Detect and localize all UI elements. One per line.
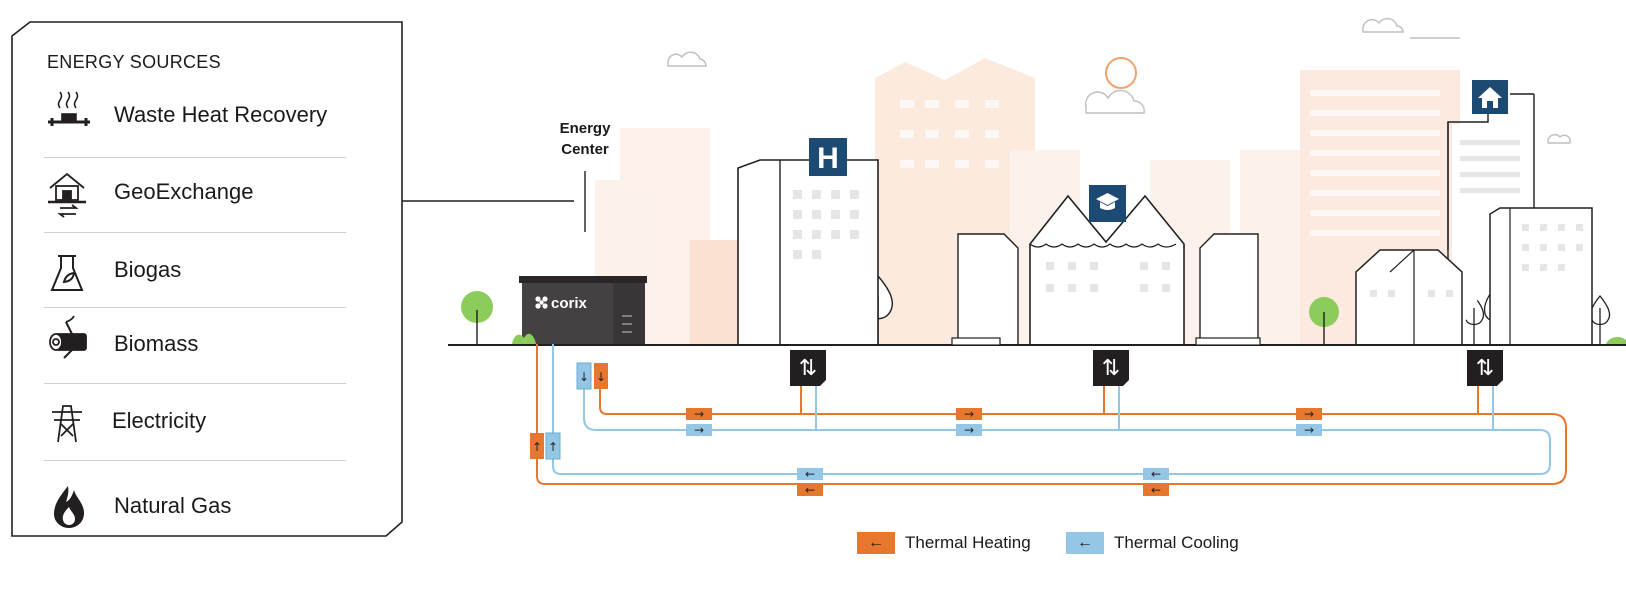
bush-icon [1606, 337, 1626, 344]
heating-right-arrow: → [1296, 407, 1322, 421]
svg-text:→: → [1304, 407, 1314, 421]
cooling-left-arrow: ← [1143, 467, 1169, 481]
sky-decor [667, 17, 1571, 144]
divider [44, 157, 346, 158]
source-item-waste-heat: Waste Heat Recovery [44, 78, 346, 152]
source-item-biomass: Biomass [44, 307, 346, 381]
svg-text:⇅: ⇅ [1102, 356, 1120, 381]
cooling-down-arrow: ↓ [576, 362, 592, 390]
svg-text:→: → [694, 423, 704, 437]
corix-brand: corix [551, 295, 588, 312]
source-item-natural-gas: Natural Gas [44, 469, 346, 543]
tree-icon [1589, 294, 1611, 344]
energy-center-unit: corix [512, 276, 647, 344]
tree-icon [461, 291, 493, 344]
source-label: GeoExchange [114, 179, 254, 204]
legend-cooling-label: Thermal Cooling [1114, 533, 1239, 552]
cooling-right-arrow: → [686, 423, 712, 437]
cloud-icon [1547, 134, 1571, 144]
svg-text:→: → [964, 407, 974, 421]
flow-arrows: ↓ ↓ ↑ ↑ → → → → → → ← ← ← ← [530, 362, 1322, 497]
svg-text:←: ← [1151, 467, 1161, 481]
svg-text:←: ← [805, 483, 815, 497]
divider [44, 307, 346, 308]
cooling-right-arrow: → [956, 423, 982, 437]
energy-center-label: Energy Center [540, 118, 630, 160]
cooling-swatch: ← [1066, 532, 1104, 554]
source-label: Biogas [114, 257, 182, 282]
energy-center-label-line1: Energy [559, 120, 611, 137]
source-icons [48, 91, 90, 528]
cooling-up-arrow: ↑ [545, 432, 561, 460]
heating-swatch: ← [857, 532, 895, 554]
heating-loop-return [536, 344, 1567, 485]
sun-icon [1105, 57, 1137, 89]
cooling-loop [552, 344, 1551, 475]
legend-cooling: ← Thermal Cooling [1066, 532, 1239, 554]
hospital-letter: H [817, 142, 839, 175]
cloud-icon [1084, 89, 1145, 114]
residential-buildings [1355, 80, 1593, 344]
svg-text:←: ← [805, 467, 815, 481]
svg-text:→: → [964, 423, 974, 437]
divider [44, 232, 346, 233]
cloud-icon [1362, 17, 1404, 33]
heating-left-arrow: ← [1143, 483, 1169, 497]
tree-icon [1309, 297, 1339, 344]
legend-heating: ← Thermal Heating [857, 532, 1031, 554]
heating-up-arrow: ↑ [530, 433, 544, 459]
svg-text:↓: ↓ [579, 370, 589, 384]
panel-title: ENERGY SOURCES [47, 52, 221, 72]
svg-text:↑: ↑ [532, 440, 542, 454]
source-item-geoexchange: GeoExchange [44, 155, 346, 229]
corix-logo-icon [535, 296, 548, 309]
source-item-biogas: Biogas [44, 233, 346, 307]
heating-right-arrow: → [686, 407, 712, 421]
svg-text:↓: ↓ [596, 370, 606, 384]
svg-text:→: → [1304, 423, 1314, 437]
geoexchange-icon [48, 172, 86, 218]
cooling-left-arrow: ← [797, 467, 823, 481]
source-label: Biomass [114, 331, 199, 356]
svg-text:⇅: ⇅ [799, 356, 817, 381]
school-building [951, 185, 1261, 346]
heat-exchangers: ⇅ ⇅ ⇅ [790, 350, 1503, 386]
heating-down-arrow: ↓ [594, 363, 608, 389]
heating-left-arrow: ← [797, 483, 823, 497]
svg-text:←: ← [1151, 483, 1161, 497]
waste-heat-icon [48, 91, 90, 126]
svg-text:⇅: ⇅ [1476, 356, 1494, 381]
divider [44, 460, 346, 461]
energy-sources-panel [11, 21, 586, 537]
hospital-icon [809, 138, 847, 176]
biogas-flask-icon [50, 255, 84, 291]
divider [44, 383, 346, 384]
source-label: Natural Gas [114, 493, 232, 518]
source-label: Electricity [112, 408, 207, 433]
power-tower-icon [52, 405, 82, 443]
biomass-log-icon [49, 315, 87, 359]
pipe-network [536, 344, 1567, 485]
svg-text:↑: ↑ [548, 440, 558, 454]
heat-exchanger: ⇅ [1467, 350, 1503, 386]
flame-icon [54, 486, 84, 528]
hospital-building: H [737, 138, 879, 344]
legend-heating-label: Thermal Heating [905, 533, 1031, 552]
heat-exchanger: ⇅ [790, 350, 826, 386]
cooling-right-arrow: → [1296, 423, 1322, 437]
source-item-electricity: Electricity [44, 384, 346, 458]
energy-center-label-line2: Center [561, 141, 609, 158]
heat-exchanger: ⇅ [1093, 350, 1129, 386]
cloud-icon [667, 51, 707, 67]
heating-right-arrow: → [956, 407, 982, 421]
source-label: Waste Heat Recovery [114, 102, 328, 127]
svg-text:→: → [694, 407, 704, 421]
